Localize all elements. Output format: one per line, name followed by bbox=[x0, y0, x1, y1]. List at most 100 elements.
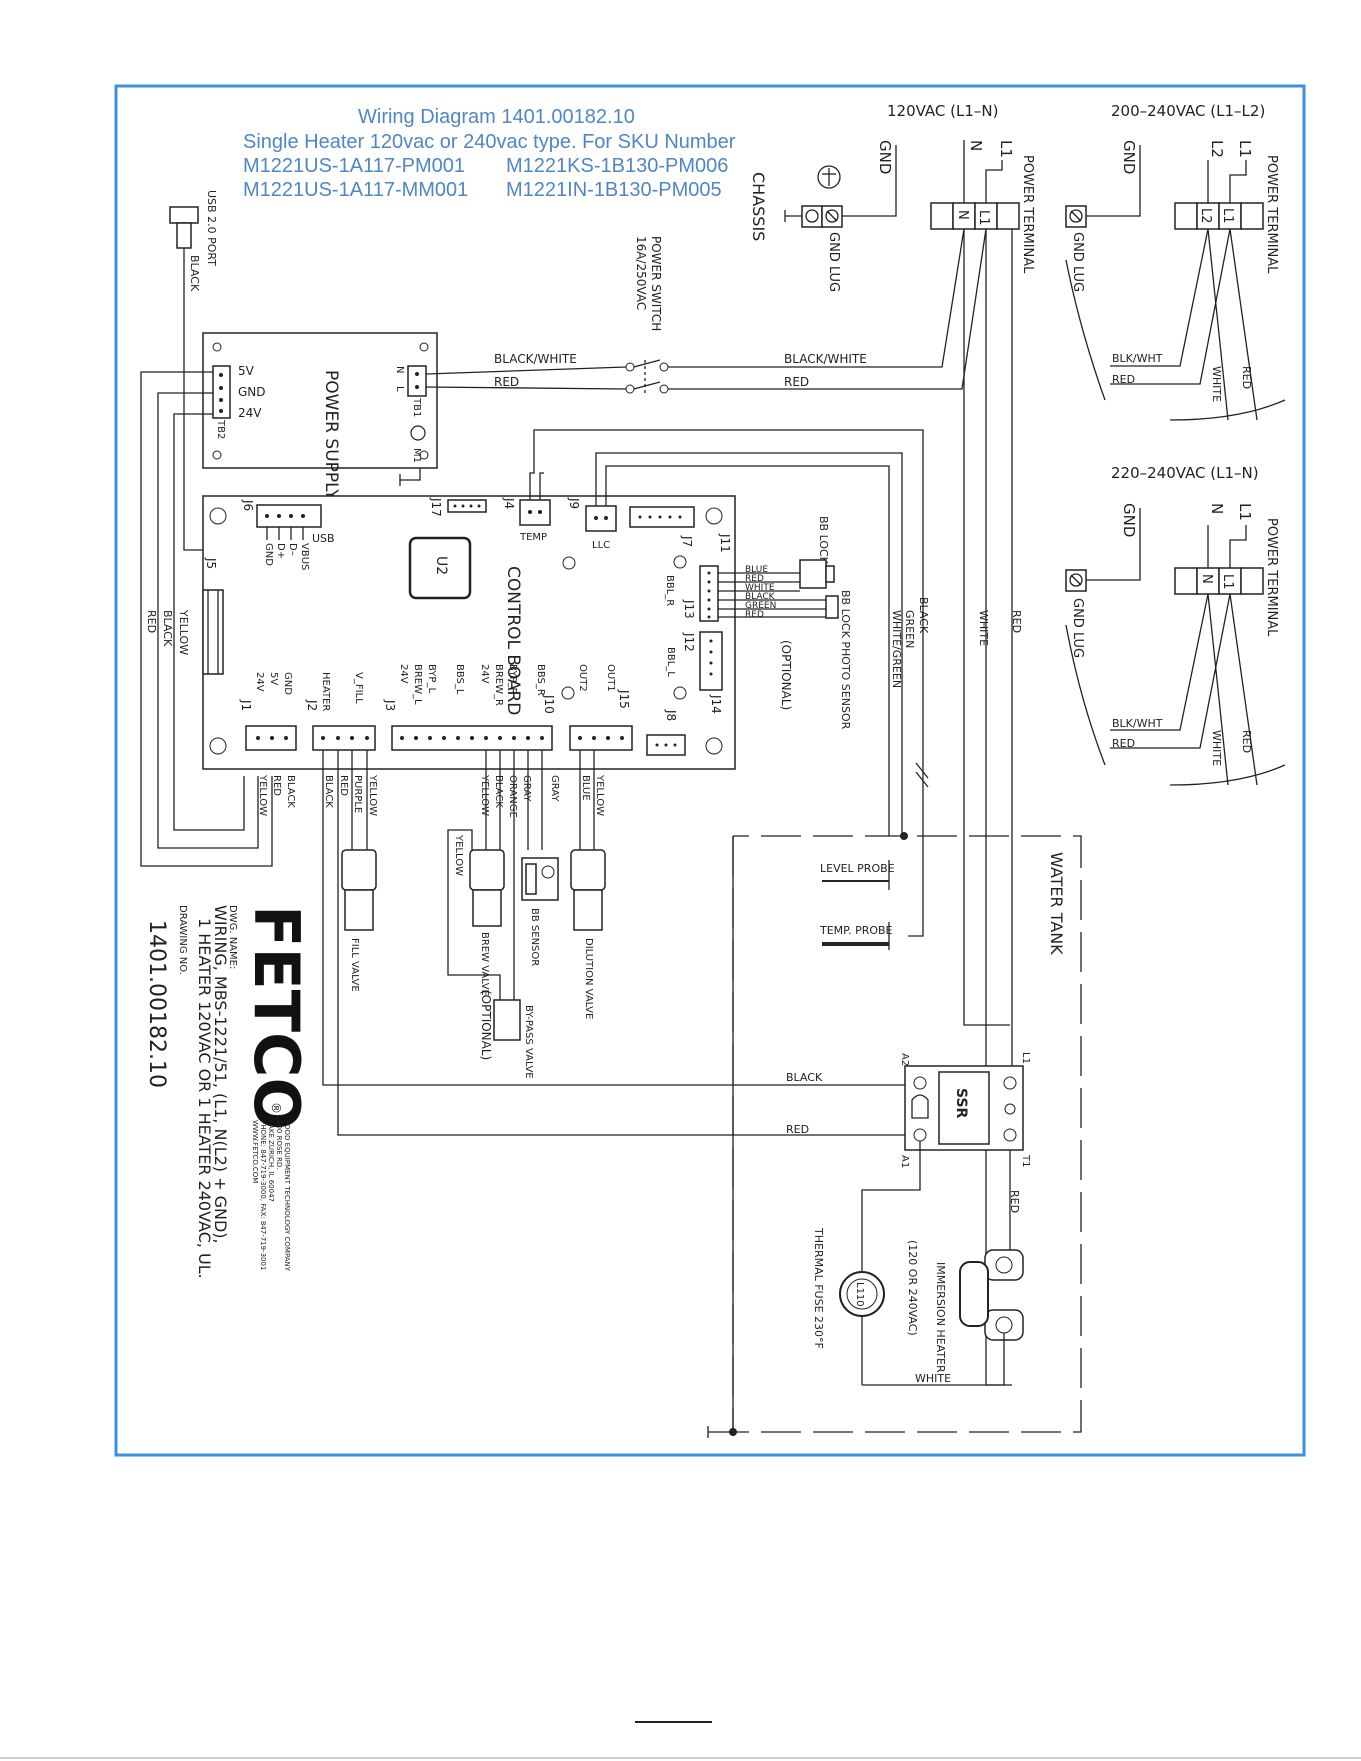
brew-wire-yellow: YELLOW bbox=[479, 774, 490, 816]
svg-text:L2: L2 bbox=[1198, 208, 1213, 224]
supply-200-240vac: 200–240VAC (L1–L2) GND L2 L1 POWER TERMI… bbox=[1065, 102, 1286, 421]
j14-label: J14 bbox=[709, 694, 723, 714]
j1-wire-yellow: YELLOW bbox=[257, 774, 268, 816]
supply-120-title: 120VAC (L1–N) bbox=[887, 102, 999, 120]
wire-blackwhite-1: BLACK/WHITE bbox=[494, 352, 577, 366]
supply-220-red: RED bbox=[1112, 737, 1135, 750]
j10-label: J10 bbox=[542, 694, 556, 714]
power-supply-title: POWER SUPPLY bbox=[321, 370, 341, 500]
usb-port-label: USB 2.0 PORT bbox=[205, 190, 218, 266]
temp-probe-label: TEMP. PROBE bbox=[819, 924, 893, 937]
j5-label: J5 bbox=[204, 557, 218, 569]
wire-whitegreen-probe: WHITE/GREEN bbox=[890, 610, 903, 688]
j15-pin-out1: OUT1 bbox=[605, 664, 616, 692]
title-block: FETCO ® FOOD EQUIPMENT TECHNOLOGY COMPAN… bbox=[144, 905, 313, 1279]
j3-pin-4: BBS_L bbox=[454, 664, 465, 695]
fetco-logo: FETCO bbox=[240, 905, 313, 1130]
fill-valve-label: FILL VALVE bbox=[349, 938, 360, 992]
ps-n: N bbox=[394, 366, 405, 373]
fill-wire-red: RED bbox=[338, 775, 349, 796]
brew-optional: (OPTIONAL) bbox=[479, 990, 493, 1060]
j8-label: J8 bbox=[664, 709, 678, 721]
ps-5v: 5V bbox=[238, 364, 255, 378]
brew-valve: YELLOW BLACK ORANGE GRAY GRAY YELLOW BRE… bbox=[447, 750, 560, 1079]
ssr-red: RED bbox=[786, 1123, 809, 1136]
brew-wire-orange: ORANGE bbox=[507, 775, 518, 818]
j1-wire-red: RED bbox=[271, 775, 282, 796]
fill-wire-black: BLACK bbox=[323, 775, 334, 808]
bb-sensor: BB SENSOR bbox=[521, 857, 559, 966]
company-line-4: PHONE: 847-719-3000, FAX: 847-719-3001 bbox=[259, 1120, 267, 1270]
j3-pin-3: BYP_L bbox=[426, 664, 437, 693]
brew-valve-label: BREW VALVE bbox=[479, 932, 490, 996]
bbl-r: BBL_R bbox=[664, 575, 675, 606]
power-switch-rating: 16A/250VAC bbox=[634, 236, 648, 310]
header-line1: Wiring Diagram 1401.00182.10 bbox=[358, 106, 635, 128]
bb-lock-photo-label: BB LOCK PHOTO SENSOR bbox=[839, 590, 852, 730]
supply-120-l1: L1 bbox=[997, 140, 1015, 158]
ps-wire-black: BLACK bbox=[161, 610, 174, 647]
bb-lock-optional: (OPTIONAL) bbox=[779, 640, 793, 710]
j15-label: J15 bbox=[617, 689, 631, 709]
j3-label: J3 bbox=[383, 699, 397, 711]
ps-m1: M1 bbox=[411, 448, 422, 463]
diagram-frame bbox=[114, 84, 1306, 1457]
svg-text:L1: L1 bbox=[1220, 574, 1235, 590]
ps-gnd: GND bbox=[238, 385, 266, 399]
header-sku-4: M1221IN-1B130-PM005 bbox=[506, 179, 722, 201]
supply-200-terminal: POWER TERMINAL bbox=[1264, 155, 1279, 274]
supply-220-n: N bbox=[1208, 503, 1226, 514]
heater-volt: (120 OR 240VAC) bbox=[906, 1240, 919, 1336]
wire-red-2: RED bbox=[784, 375, 809, 389]
j1-pin-5v: 5V bbox=[268, 672, 279, 685]
j7-label: J7 bbox=[680, 535, 694, 547]
supply-200-l2: L2 bbox=[1208, 140, 1226, 158]
supply-200-title: 200–240VAC (L1–L2) bbox=[1111, 102, 1265, 120]
power-supply-box bbox=[202, 332, 438, 469]
immersion-heater: IMMERSION HEATER (120 OR 240VAC) WHITE bbox=[862, 1240, 1024, 1386]
supply-220-white: WHITE bbox=[1210, 730, 1223, 766]
ps-tb2: TB2 bbox=[215, 419, 226, 439]
ps-wire-red: RED bbox=[145, 610, 158, 633]
power-switch-title: POWER SWITCH bbox=[649, 236, 663, 331]
level-probe-label: LEVEL PROBE bbox=[820, 862, 895, 875]
bbl-l: BBL_L bbox=[665, 647, 676, 677]
brew-wire-black: BLACK bbox=[493, 775, 504, 808]
ssr-black: BLACK bbox=[786, 1071, 823, 1084]
control-board: CONTROL BOARD U2 J6 USB VBUS D– D+ GND J… bbox=[202, 495, 736, 770]
control-board-title: CONTROL BOARD bbox=[503, 566, 523, 715]
u2-chip bbox=[408, 536, 472, 600]
bb-wire-red: RED bbox=[745, 574, 764, 584]
heater-label: IMMERSION HEATER bbox=[934, 1262, 947, 1373]
supply-200-gnd: GND bbox=[1120, 140, 1138, 174]
usb-wire-black: BLACK bbox=[188, 255, 201, 292]
drawing-no: 1401.00182.10 bbox=[144, 920, 169, 1088]
j3-pin-7: BYP_R bbox=[507, 664, 518, 694]
heater-white: WHITE bbox=[915, 1372, 951, 1385]
j6-pin-gnd: GND bbox=[263, 543, 274, 566]
wire-white-main: WHITE bbox=[977, 610, 990, 646]
bypass-label: BY-PASS VALVE bbox=[523, 1005, 534, 1079]
ssr-a2: A2 bbox=[899, 1053, 910, 1066]
supply-200-white: WHITE bbox=[1210, 366, 1223, 402]
bb-sensor-label: BB SENSOR bbox=[529, 908, 540, 966]
j17-connector bbox=[447, 499, 487, 513]
j6-pin-dm: D– bbox=[287, 543, 298, 556]
brew-yellow-loop: YELLOW bbox=[453, 834, 464, 876]
svg-text:N: N bbox=[1199, 574, 1214, 584]
bb-lock-label: BB LOCK bbox=[817, 516, 830, 565]
dilution-valve-label: DILUTION VALVE bbox=[583, 938, 594, 1019]
ssr: SSR A2 A1 L1 T1 BLACK RED RED bbox=[786, 1052, 1031, 1262]
j4-connector bbox=[519, 499, 551, 526]
wire-green-probe: GREEN bbox=[903, 610, 916, 648]
u2-label: U2 bbox=[433, 556, 449, 575]
gnd-lug-label: GND LUG bbox=[826, 232, 841, 292]
j3-pin-6: BREW_R bbox=[493, 664, 504, 706]
power-switch: POWER SWITCH 16A/250VAC bbox=[625, 236, 669, 395]
j2-pin-vfill: V_FILL bbox=[353, 672, 364, 704]
j6-usb: USB bbox=[312, 532, 335, 545]
supply-120-gnd: GND bbox=[876, 140, 894, 174]
ssr-red2: RED bbox=[1008, 1190, 1021, 1213]
header-sku-3: M1221US-1A117-MM001 bbox=[243, 179, 468, 201]
brew-wire-gray2: GRAY bbox=[549, 775, 560, 802]
